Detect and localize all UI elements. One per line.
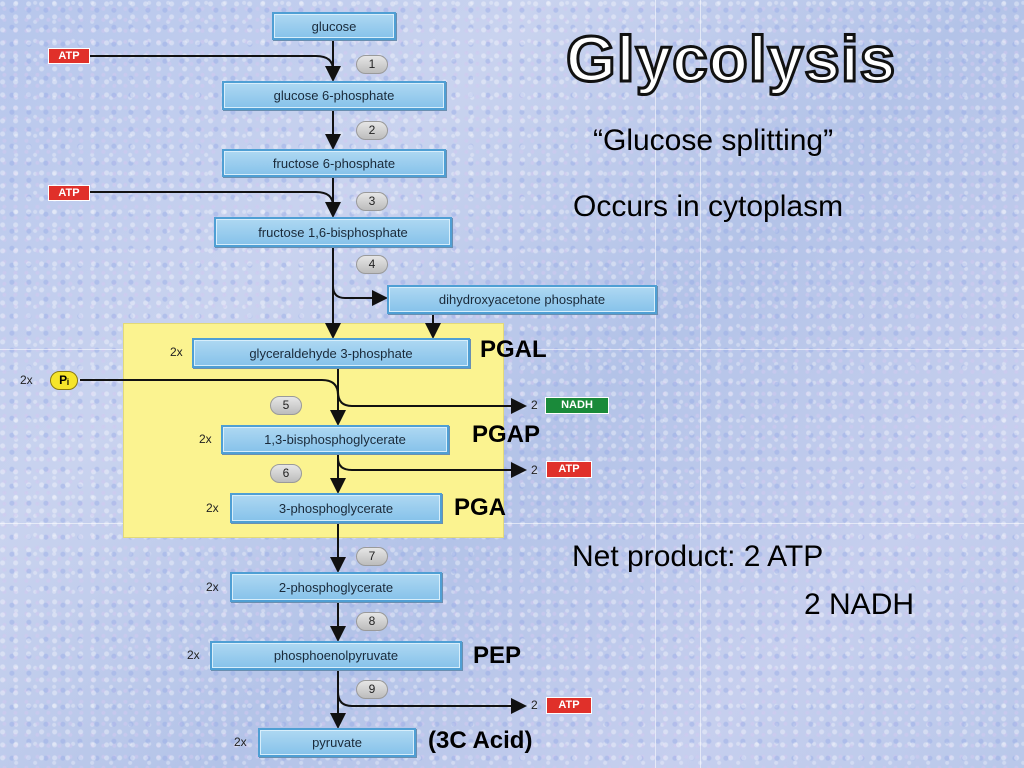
pyruvate-box: pyruvate (258, 728, 416, 757)
pi-multiplier: 2x (20, 373, 33, 387)
pg3-multiplier: 2x (206, 501, 219, 515)
step-3: 3 (356, 192, 388, 211)
atp-count-2: 2 (531, 698, 538, 712)
net-product-line-2: 2 NADH (804, 588, 915, 621)
pgap-label: PGAP (472, 421, 541, 448)
step-4: 4 (356, 255, 388, 274)
3-phosphoglycerate-box: 3-phosphoglycerate (230, 493, 442, 523)
tile-divider-v2 (700, 0, 701, 768)
atp-input-1: ATP (48, 48, 90, 64)
net-product-line-1: Net product: 2 ATP (572, 540, 824, 573)
page-title: Glycolysis (564, 22, 897, 97)
phosphate-icon: Pᵢ (50, 371, 78, 390)
tile-divider-v (655, 0, 656, 768)
tile-divider-h (0, 349, 1024, 350)
nadh-output: NADH (545, 397, 609, 414)
nadh-count: 2 (531, 398, 538, 412)
dihydroxyacetone-phosphate-box: dihydroxyacetone phosphate (387, 285, 657, 314)
pyruvate-multiplier: 2x (234, 735, 247, 749)
three-carbon-acid-label: (3C Acid) (428, 727, 533, 754)
glyceraldehyde-3-phosphate-box: glyceraldehyde 3-phosphate (192, 338, 470, 368)
pg2-multiplier: 2x (206, 580, 219, 594)
glucose-6-phosphate-box: glucose 6-phosphate (222, 81, 446, 110)
atp-input-2: ATP (48, 185, 90, 201)
phosphoenolpyruvate-box: phosphoenolpyruvate (210, 641, 462, 670)
step-5: 5 (270, 396, 302, 415)
tile-divider-h2 (0, 523, 1024, 524)
glucose-box: glucose (272, 12, 396, 40)
step-9: 9 (356, 680, 388, 699)
atp-output-1: ATP (546, 461, 592, 478)
atp-count-1: 2 (531, 463, 538, 477)
step-7: 7 (356, 547, 388, 566)
fructose-6-phosphate-box: fructose 6-phosphate (222, 149, 446, 177)
pga-label: PGA (454, 494, 507, 521)
atp-output-2: ATP (546, 697, 592, 714)
step-6: 6 (270, 464, 302, 483)
bisphosphoglycerate-box: 1,3-bisphosphoglycerate (221, 425, 449, 454)
g3p-multiplier: 2x (170, 345, 183, 359)
pep-multiplier: 2x (187, 648, 200, 662)
step-8: 8 (356, 612, 388, 631)
bpg-multiplier: 2x (199, 432, 212, 446)
step-1: 1 (356, 55, 388, 74)
step-2: 2 (356, 121, 388, 140)
subtitle: “Glucose splitting” (593, 124, 834, 157)
pep-label: PEP (473, 642, 522, 669)
fructose-1-6-bisphosphate-box: fructose 1,6-bisphosphate (214, 217, 452, 247)
2-phosphoglycerate-box: 2-phosphoglycerate (230, 572, 442, 602)
location-text: Occurs in cytoplasm (573, 190, 844, 223)
pgal-label: PGAL (480, 336, 547, 363)
